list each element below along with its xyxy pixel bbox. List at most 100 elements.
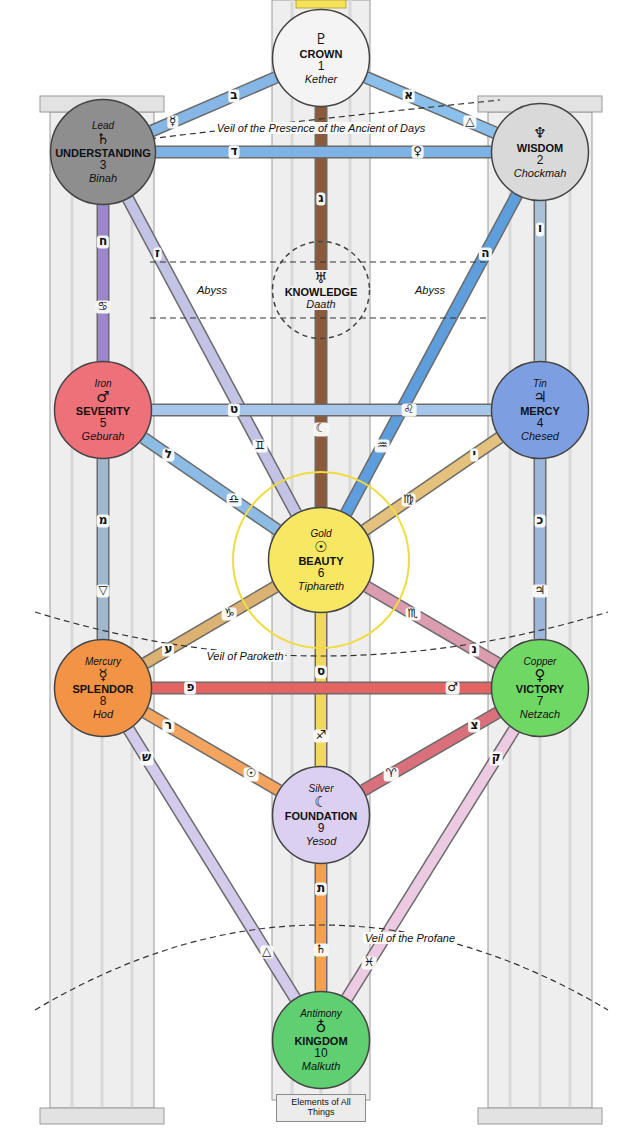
veil-label: Veil of Paroketh xyxy=(204,650,285,662)
hebrew-letter: ש xyxy=(140,752,153,765)
path-outline xyxy=(534,459,547,639)
path-band xyxy=(143,438,277,530)
path-symbol: ☾ xyxy=(314,423,329,436)
hebrew-letter: ט xyxy=(228,403,240,416)
node-name-text: BEAUTY xyxy=(298,555,343,567)
node-base-text: Elements of All Things xyxy=(281,1098,361,1118)
hebrew-letter: ז xyxy=(153,247,162,260)
hebrew-letter: י xyxy=(471,448,479,461)
node-metal-text: Gold xyxy=(310,528,331,539)
path-symbol: △ xyxy=(260,945,273,958)
node-metal-text: Silver xyxy=(308,783,333,794)
hebrew-letter: ת xyxy=(315,883,327,896)
hebrew-letter: ד xyxy=(229,145,240,158)
node-sym-text: ☉ xyxy=(314,539,327,556)
node-heb-text: Tiphareth xyxy=(298,580,344,592)
node-heb-text: Chockmah xyxy=(514,167,567,179)
node-metal-text: Copper xyxy=(524,656,557,667)
node-sym-text: ♂ xyxy=(96,389,109,406)
sephirah-circle: Iron♂SEVERITY5Geburah xyxy=(53,360,153,460)
path-fill xyxy=(535,201,545,361)
circle-shape xyxy=(492,362,589,459)
node-name-text: UNDERSTANDING xyxy=(55,147,151,159)
path-outline xyxy=(534,201,547,361)
path-symbol: ♓ xyxy=(362,956,377,969)
node-name-text: MERCY xyxy=(520,405,560,417)
node-name-text: SEVERITY xyxy=(76,405,130,417)
hebrew-letter: צ xyxy=(468,720,480,733)
sephirah-circle: ♇CROWN1Kether xyxy=(271,8,371,108)
path-outline xyxy=(97,205,110,361)
path-outline xyxy=(128,199,296,514)
sephirah-circle: Gold☉BEAUTY6Tiphareth xyxy=(267,506,375,614)
path-outline xyxy=(347,730,514,999)
node-num-text: 6 xyxy=(318,567,325,580)
node-heb-text: Netzach xyxy=(520,708,560,720)
pillar-base xyxy=(478,1108,602,1124)
path-outline xyxy=(143,438,277,530)
path-symbol: ♍ xyxy=(401,493,416,506)
hebrew-letter: ל xyxy=(163,448,174,461)
sephirah-circle: Silver☾FOUNDATION9Yesod xyxy=(271,765,371,865)
hebrew-letter: ב xyxy=(228,89,239,102)
node-name-text: KINGDOM xyxy=(294,1035,347,1047)
node-name-text: VICTORY xyxy=(516,683,564,695)
path-symbol: ♎ xyxy=(226,493,241,506)
path-symbol: ☿ xyxy=(167,115,178,128)
node-name-text: FOUNDATION xyxy=(285,810,358,822)
node-metal-text: Antimony xyxy=(300,1008,342,1019)
hebrew-letter: ע xyxy=(162,643,174,656)
path-symbol: ♄ xyxy=(314,943,329,956)
pillar-fluting xyxy=(72,112,132,1108)
path-fill xyxy=(365,438,500,530)
left-pillar xyxy=(40,96,164,1124)
path-outline xyxy=(97,459,110,639)
hebrew-letter: ר xyxy=(163,720,174,733)
hebrew-letter: ס xyxy=(315,666,327,679)
path-band xyxy=(156,152,491,153)
path-band xyxy=(365,438,500,530)
sephirah-circle: Lead♄UNDERSTANDING3Binah xyxy=(49,98,157,206)
circle-shape xyxy=(273,10,370,107)
path-symbol: ♑ xyxy=(222,607,237,620)
hebrew-letter: ו xyxy=(536,223,544,236)
veil-label: Veil of the Profane xyxy=(363,932,457,944)
path-fill xyxy=(152,683,491,693)
node-num-text: 9 xyxy=(318,822,325,835)
path-band xyxy=(152,410,491,411)
path-outline xyxy=(346,195,517,513)
path-symbol: ♂ xyxy=(445,681,460,694)
node-metal-text: Iron xyxy=(94,378,111,389)
path-symbol: ♐ xyxy=(314,729,329,742)
node-num-text: 1 xyxy=(318,60,325,73)
hebrew-letter: נ xyxy=(470,643,479,656)
circle-shape xyxy=(55,640,152,737)
hebrew-letter: ג xyxy=(316,192,325,205)
node-sym-text: ♃ xyxy=(533,389,546,406)
path-symbol: ♋ xyxy=(96,300,111,313)
node-sym-text: ♄ xyxy=(96,131,109,148)
pillar-base xyxy=(40,1108,164,1124)
hebrew-letter: ק xyxy=(490,752,503,765)
hebrew-letter: ח xyxy=(97,236,109,249)
pillar-fluting xyxy=(510,112,570,1108)
abyss-label: Abyss xyxy=(195,284,229,296)
hebrew-letter: מ xyxy=(97,515,110,528)
path-outline xyxy=(152,404,491,417)
node-sym-text: ☿ xyxy=(98,667,107,684)
path-symbol: ♒ xyxy=(375,439,390,452)
pillar-top xyxy=(296,0,346,8)
path-band xyxy=(152,688,491,689)
node-sym-text: ♁ xyxy=(316,1019,327,1036)
pillar-shaft xyxy=(50,112,154,1108)
path-band xyxy=(128,199,296,514)
path-fill xyxy=(367,587,498,664)
node-heb-text: Hod xyxy=(93,708,113,720)
node-metal-text: Tin xyxy=(533,378,547,389)
hebrew-letter: א xyxy=(402,89,415,102)
path-fill xyxy=(98,205,108,361)
path-symbol: ♊ xyxy=(253,439,268,452)
path-fill xyxy=(129,730,295,999)
node-metal-text: Mercury xyxy=(85,656,121,667)
node-num-text: 10 xyxy=(314,1047,327,1060)
